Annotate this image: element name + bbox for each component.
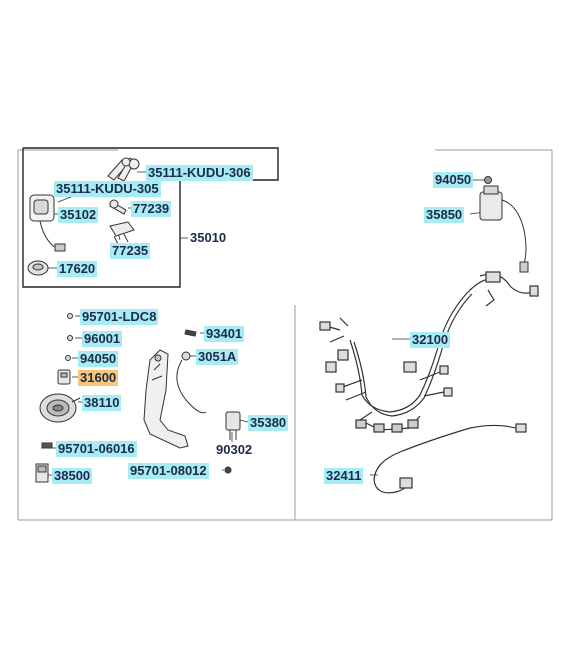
sensor-35380-art <box>225 411 241 440</box>
part-label-31600[interactable]: 31600 <box>78 370 119 386</box>
cable-3051a-art <box>176 351 207 414</box>
part-label-95701-06016[interactable]: 95701-06016 <box>56 441 137 457</box>
diagram-frame <box>17 149 553 521</box>
horn-38110-art <box>39 393 81 423</box>
bracket-77235-art <box>109 221 135 245</box>
part-label-77239[interactable]: 77239 <box>131 201 172 217</box>
bolt-93401-art <box>184 329 197 337</box>
part-label-35102[interactable]: 35102 <box>58 207 99 223</box>
leader-lines <box>46 171 486 476</box>
screw-95701-08012-art <box>224 466 232 474</box>
relay-35850-art <box>479 176 529 273</box>
part-label-35010[interactable]: 35010 <box>190 230 227 245</box>
ignition-switch-art <box>29 194 66 252</box>
part-label-17620[interactable]: 17620 <box>57 261 98 277</box>
part-label-95701-ldc8[interactable]: 95701-LDC8 <box>80 309 159 325</box>
small-bolts-art <box>65 313 73 361</box>
connector-95701-06016-art <box>41 442 53 449</box>
part-label-35850[interactable]: 35850 <box>424 207 465 223</box>
part-label-32100[interactable]: 32100 <box>410 332 451 348</box>
fuse-31600-art <box>57 369 71 385</box>
part-label-93401[interactable]: 93401 <box>204 326 245 342</box>
flasher-38500-art <box>35 463 49 483</box>
part-label-3051a[interactable]: 3051A <box>196 349 239 365</box>
part-label-35380[interactable]: 35380 <box>248 415 289 431</box>
part-label-94050-relay[interactable]: 94050 <box>433 172 474 188</box>
screw-77239-art <box>109 199 127 215</box>
part-label-32411[interactable]: 32411 <box>324 468 364 484</box>
battery-cable-art <box>373 423 527 494</box>
cap-17620-art <box>27 260 49 276</box>
part-label-77235[interactable]: 77235 <box>110 243 151 259</box>
part-label-35111-kudu-306[interactable]: 35111-KUDU-306 <box>146 165 253 181</box>
part-label-38110[interactable]: 38110 <box>82 395 122 411</box>
key-set-art <box>107 157 140 182</box>
part-label-38500[interactable]: 38500 <box>52 468 93 484</box>
part-label-96001[interactable]: 96001 <box>82 331 123 347</box>
part-label-90302[interactable]: 90302 <box>216 442 253 457</box>
main-wire-harness-art <box>319 271 539 433</box>
part-label-94050[interactable]: 94050 <box>78 351 119 367</box>
part-label-95701-08012[interactable]: 95701-08012 <box>128 463 209 479</box>
part-label-35111-kudu-305[interactable]: 35111-KUDU-305 <box>54 181 161 197</box>
regulator-bracket-art <box>143 349 189 449</box>
